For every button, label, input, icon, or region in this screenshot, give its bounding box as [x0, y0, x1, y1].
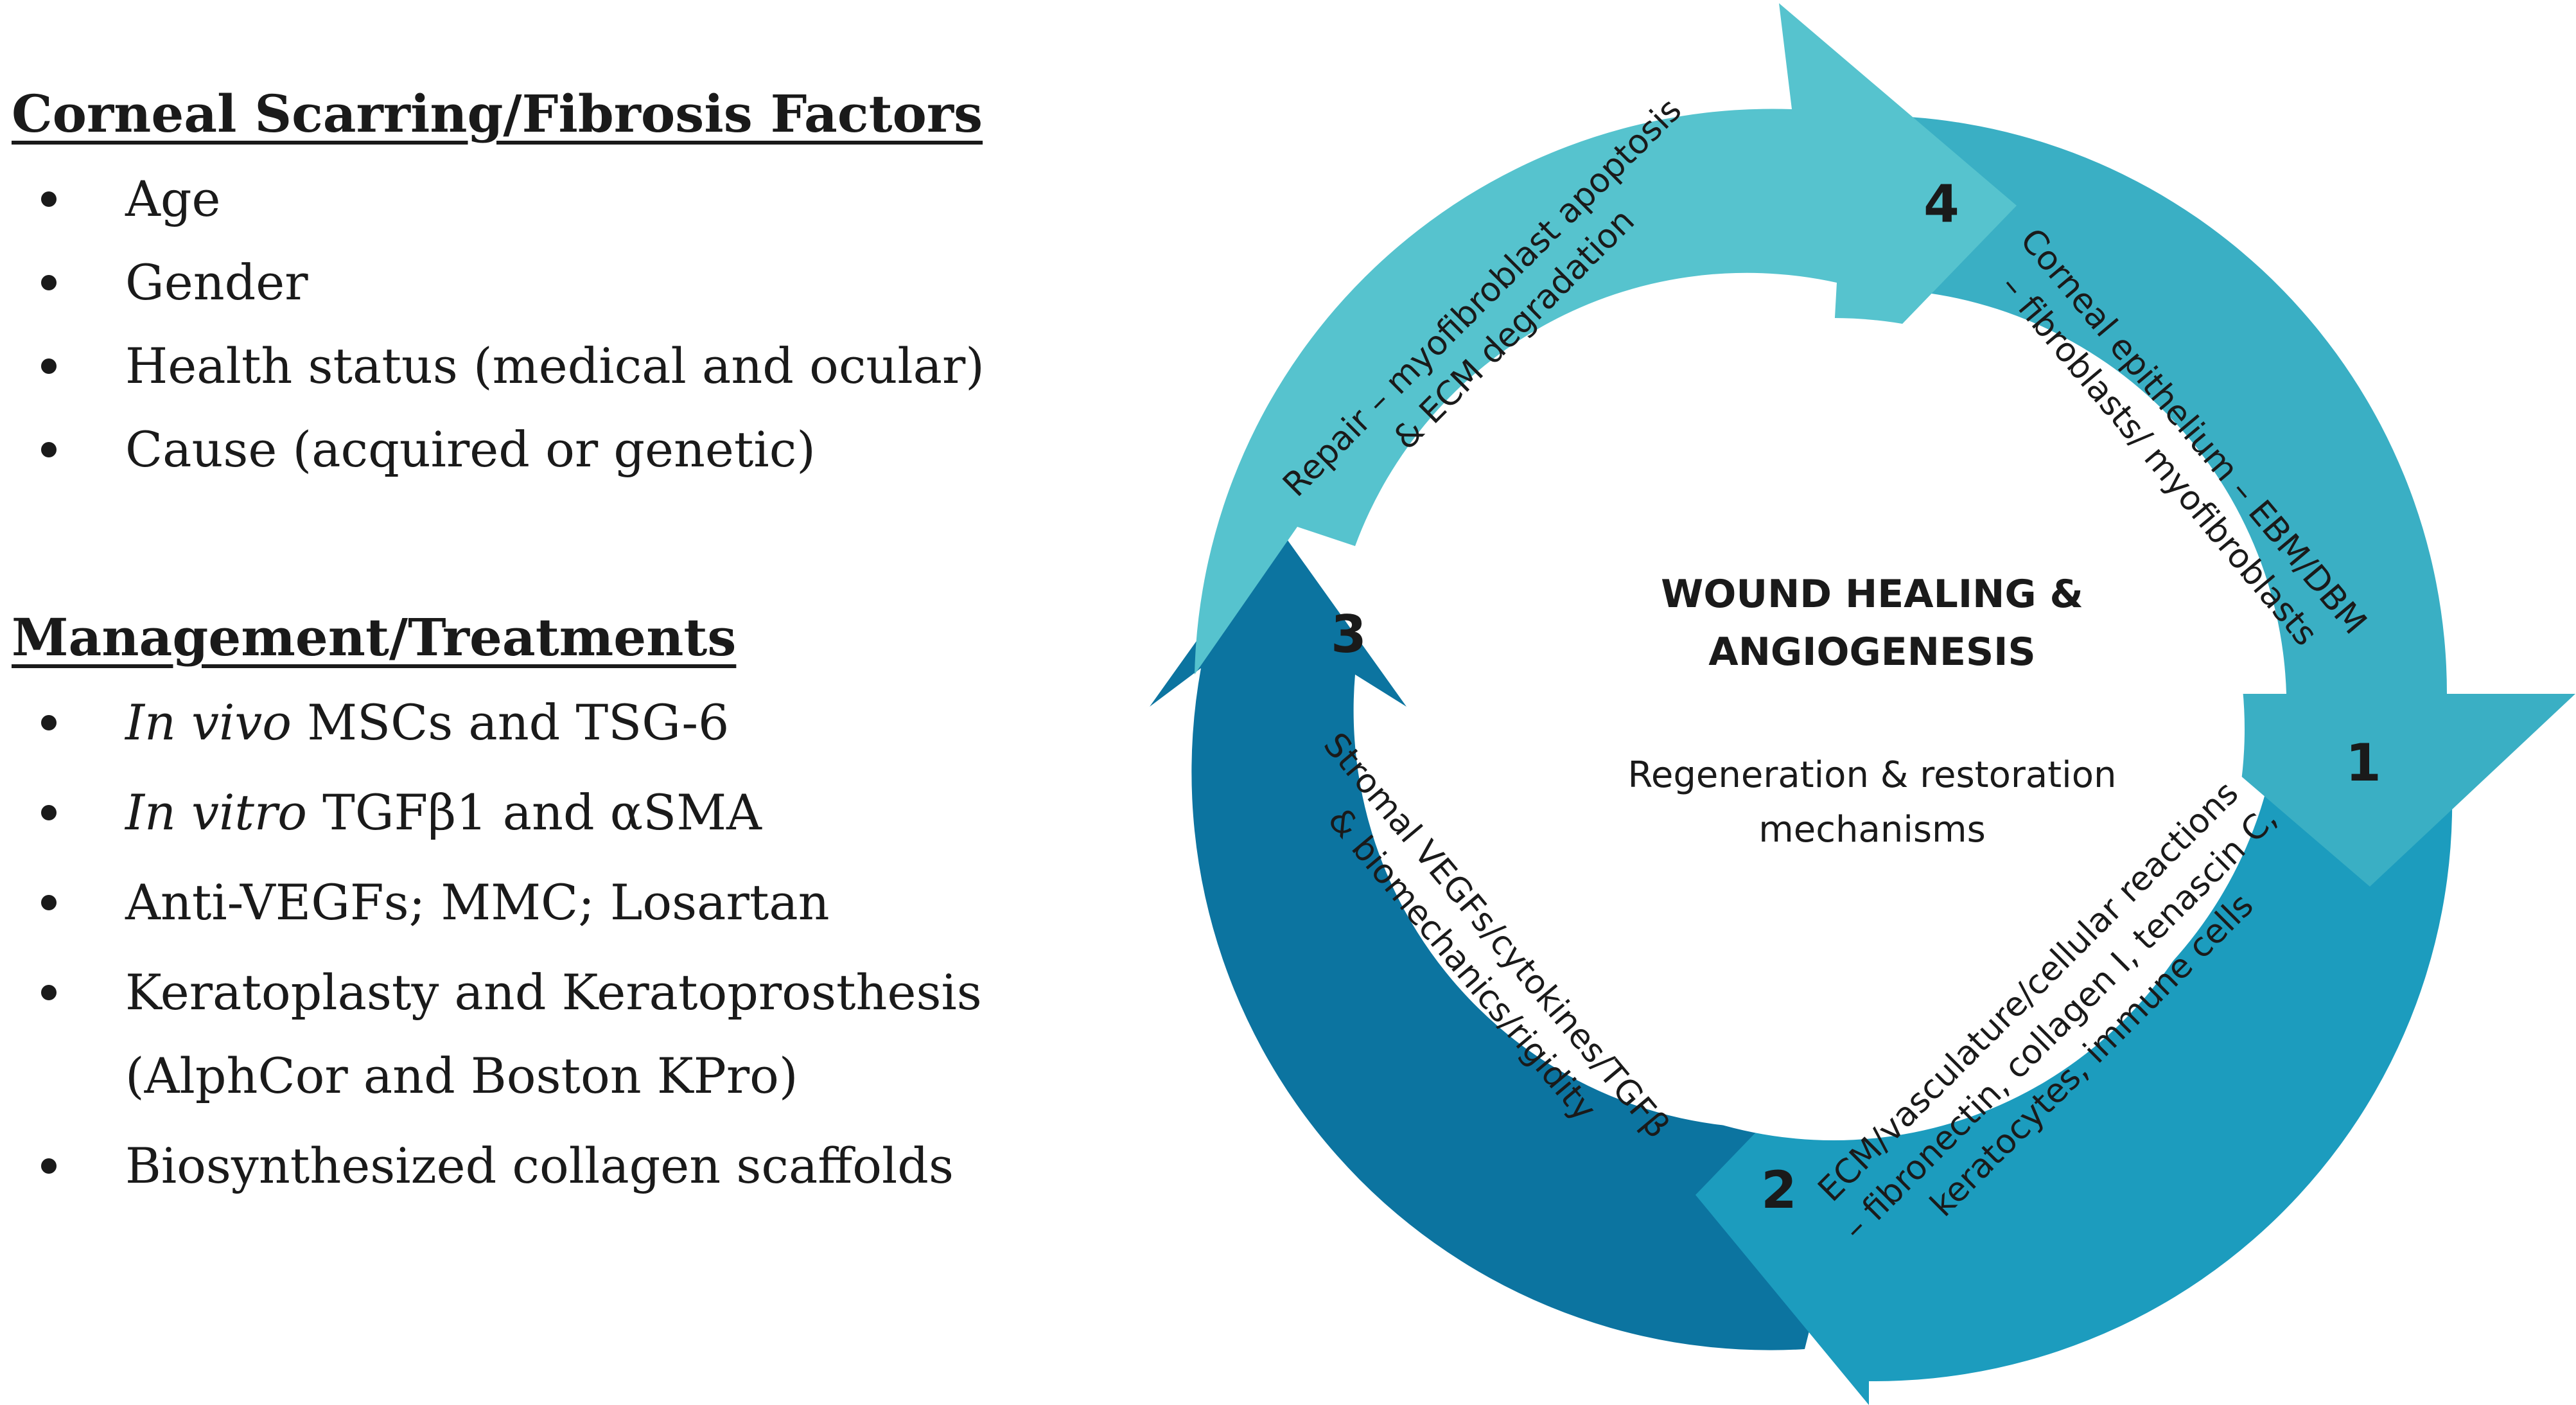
cycle-arrow-1: [1856, 116, 2575, 887]
bullet-dot: [41, 358, 57, 374]
bullet-dot: [41, 1158, 57, 1174]
bullet-dot: [41, 191, 57, 207]
step-number-3: 3: [1331, 605, 1367, 664]
factors-heading: Corneal Scarring/Fibrosis Factors: [12, 84, 983, 144]
center-title: WOUND HEALING &: [1661, 572, 2083, 617]
bullet-dot: [41, 442, 57, 457]
center-subtitle: Regeneration & restoration: [1628, 754, 2117, 796]
cycle-arrow-3: [1150, 527, 1862, 1350]
cycle-svg: WOUND HEALING & ANGIOGENESIS Regeneratio…: [1150, 3, 2575, 1405]
center-subtitle: mechanisms: [1758, 809, 1986, 851]
left-panel: Corneal Scarring/Fibrosis Factors Age Ge…: [12, 84, 985, 1194]
step-number-2: 2: [1761, 1160, 1797, 1220]
center-title: ANGIOGENESIS: [1708, 630, 2035, 675]
bullet-dot: [41, 805, 57, 820]
bullet-dot: [41, 895, 57, 910]
step-number-1: 1: [2345, 733, 2381, 793]
wound-healing-cycle-diagram: WOUND HEALING & ANGIOGENESIS Regeneratio…: [1137, 0, 2576, 1405]
step-number-4: 4: [1923, 174, 1959, 234]
cycle-arrow-4: [1195, 3, 2017, 675]
bullet-dot: [41, 985, 57, 1000]
bullet-dot: [41, 275, 57, 290]
bullet-dot: [41, 715, 57, 730]
center-circle: [1423, 318, 2245, 1140]
treatments-heading: Management/Treatments: [12, 607, 737, 667]
